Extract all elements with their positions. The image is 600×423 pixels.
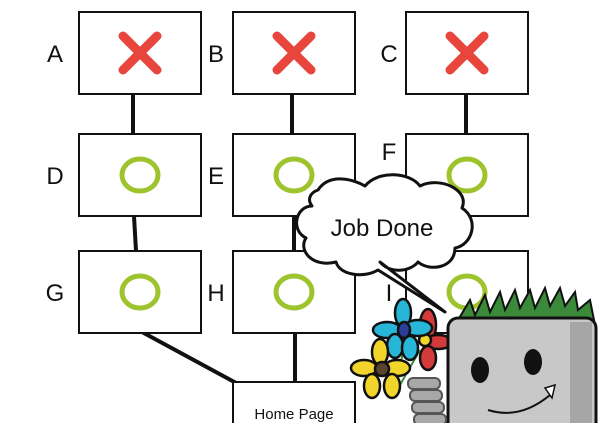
node-label: F: [382, 139, 397, 166]
red-x-icon: [445, 31, 489, 75]
green-circle-icon: [273, 273, 315, 311]
node-boxes: [78, 11, 529, 334]
node-label: G: [46, 280, 65, 307]
home-page-label: Home Page: [254, 406, 333, 423]
node-g[interactable]: [78, 250, 202, 334]
green-circle-icon: [273, 156, 315, 194]
home-page-box[interactable]: [232, 381, 356, 423]
connector-g-home: [140, 330, 240, 386]
node-b[interactable]: [232, 11, 356, 95]
connector-d-g: [132, 214, 138, 253]
connectors: [131, 92, 468, 386]
green-circle-icon: [119, 273, 161, 311]
node-label: D: [46, 163, 63, 190]
red-x-icon: [118, 31, 162, 75]
node-a[interactable]: [78, 11, 202, 95]
node-box[interactable]: [78, 250, 202, 334]
node-label: A: [47, 41, 63, 68]
green-circle-icon: [119, 156, 161, 194]
robot-mascot-icon: [407, 285, 598, 423]
node-d[interactable]: [78, 133, 202, 217]
node-box[interactable]: [78, 133, 202, 217]
node-label: B: [208, 41, 224, 68]
node-label: E: [208, 163, 224, 190]
node-c[interactable]: [405, 11, 529, 95]
node-label: H: [207, 280, 224, 307]
node-label: C: [380, 41, 397, 68]
speech-bubble: Job Done: [295, 173, 474, 314]
node-h[interactable]: [232, 250, 356, 334]
flower-bouquet-icon: [349, 297, 454, 400]
node-labels: A B C D E F G H I: [46, 41, 398, 307]
red-x-icon: [272, 31, 316, 75]
green-circle-icon: [446, 156, 488, 194]
node-box[interactable]: [232, 250, 356, 334]
bubble-text: Job Done: [331, 215, 434, 242]
node-label: I: [386, 280, 393, 307]
